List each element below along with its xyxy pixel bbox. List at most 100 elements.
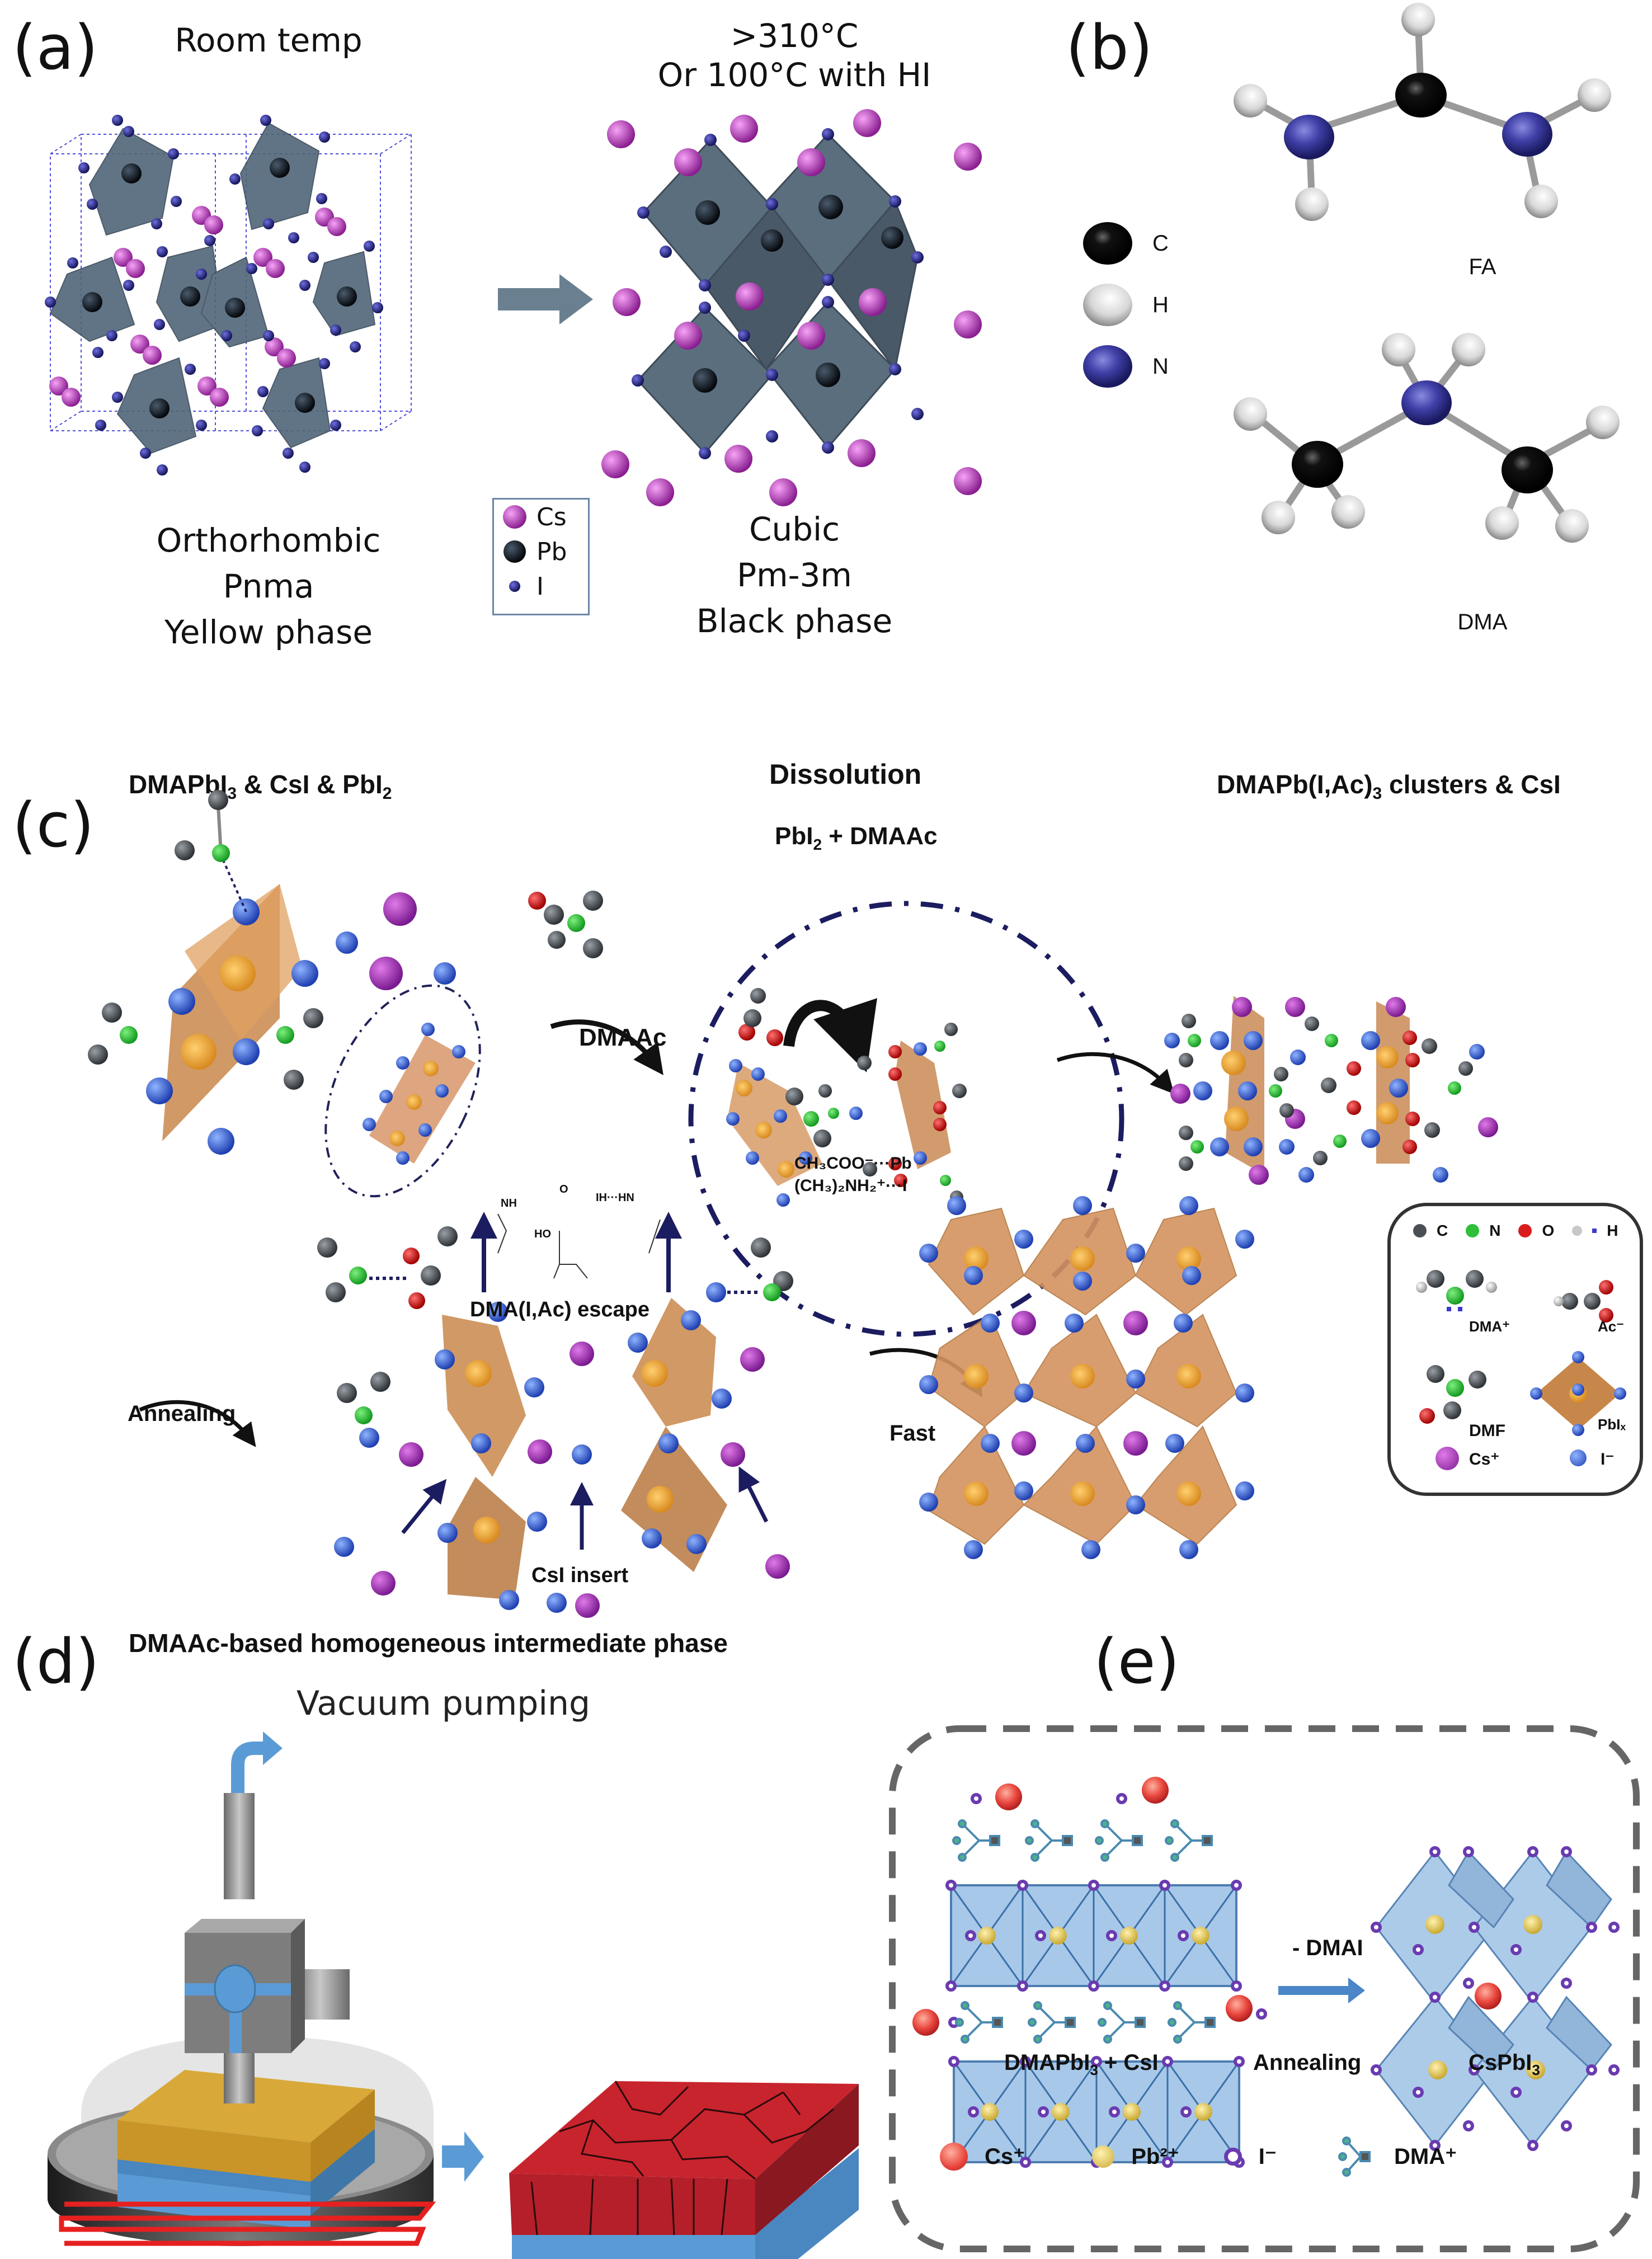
legend-item-i: I [494,569,588,604]
annealing-label: Annealing [128,1401,236,1426]
c-top-illustration [88,790,1498,1337]
high-temp-label: >310°C [730,17,859,55]
legend-dma-icon [1416,1270,1497,1311]
panel-b-label: (b) [1066,12,1153,83]
legend-iodide-icon [1570,1449,1587,1466]
c-hydrogen-icon [1572,1226,1583,1236]
vacuum-pumping-label: Vacuum pumping [296,1684,591,1723]
nitrogen-atom-icon [1083,345,1132,388]
c-title-left: DMAPbI3 & CsI & PbI2 [129,770,392,803]
molecule-models [1234,3,1620,543]
c-title-dissolution: Dissolution [769,759,922,790]
legend-iodide-label: I⁻ [1601,1450,1615,1469]
e-right-caption: CsPbI3 [1469,2050,1540,2078]
vacuum-pump-arrow-icon [231,1742,263,1793]
fast-label: Fast [889,1421,936,1446]
interaction-notes: CH₃COO⁻···Pb (CH₃)₂NH₂⁺···I [794,1152,912,1197]
fa-molecule [1234,3,1611,221]
legend-cs-label: Cs⁺ [1469,1450,1500,1469]
carbon-atom-icon [1083,222,1132,265]
dashed-border [889,1725,1640,2252]
transform-arrow-icon [442,2131,484,2182]
legend-acetate-icon [1554,1280,1613,1323]
legend-item-nitrogen: N [1080,336,1169,397]
fa-label: FA [1469,255,1496,279]
room-temp-label: Room temp [175,21,363,59]
legend-item-hydrogen: H [1080,274,1169,336]
legend-pbix-icon [1530,1351,1626,1436]
legend-acetate-label: Ac⁻ [1598,1318,1624,1335]
dmai-arrow-label: - DMAI [1292,1936,1363,1960]
pb-atom-icon [503,540,526,563]
cubic-space-group: Pm-3m [737,556,852,594]
orthorhombic-phase-name: Orthorhombic [156,521,381,559]
hydrogen-atom-icon [1083,284,1132,326]
cubic-crystal [601,109,982,506]
c-title-right: DMAPb(I,Ac)3 clusters & CsI [1217,770,1561,803]
legend-cs-icon [1436,1447,1459,1470]
panel-b-legend: C H N [1080,213,1169,397]
dma-label: DMA [1457,610,1508,634]
annealing-arrow-icon [139,1400,256,1447]
dissolution-curved-arrow-icon [783,998,877,1072]
legend-dmf-label: DMF [1469,1422,1505,1440]
cs-atom-icon [503,505,526,529]
legend-dma-label: DMA⁺ [1469,1318,1510,1335]
e-left-caption: DMAPbI3 + CsI [1004,2050,1159,2078]
e-iodide-label: I⁻ [1258,2144,1277,2169]
cubic-color-phase: Black phase [696,602,893,640]
panel-a-label: (a) [12,12,98,83]
dmaac-arrow-icon [550,1019,663,1075]
c-oxygen-icon [1518,1224,1532,1237]
panel-c-legend: C N O H DMA⁺ Ac⁻ DMF PbIₓ Cs⁺ I⁻ [1387,1203,1643,1496]
vacuum-chamber-illustration [48,1731,859,2259]
hi-condition-label: Or 100°C with HI [657,56,931,94]
perovskite-lattice [919,1196,1254,1559]
e-middle-caption: Annealing [1253,2050,1362,2075]
c-hbond-icon [1592,1229,1597,1233]
cluster-arrow-icon [1056,1052,1175,1094]
e-cs-label: Cs⁺ [985,2144,1025,2169]
panel-d-label: (d) [12,1626,100,1697]
e-pb-icon [1092,2145,1115,2168]
pbi2-dashed-ellipse [324,984,481,1198]
c-carbon-icon [1413,1224,1427,1237]
csi-insert-label: CsI insert [531,1564,629,1587]
legend-dmf-icon [1419,1365,1486,1424]
insert-arrow-right-icon [738,1466,769,1523]
e-cs-icon [940,2143,968,2171]
orthorhombic-crystal [45,115,412,476]
panel-c-label: (c) [12,789,95,861]
orthorhombic-caption: Orthorhombic Pnma Yellow phase [140,517,397,655]
legend-item-pb: Pb [494,534,588,569]
dmai-removal-arrow-icon [1278,1978,1365,2003]
e-iodide-icon [1223,2148,1242,2166]
dmaac-arrow-label: DMAAc [579,1024,667,1051]
right-arrow-icon [498,274,593,324]
dma-i-note: (CH₃)₂NH₂⁺···I [794,1176,907,1195]
orthorhombic-color-phase: Yellow phase [164,613,373,651]
i-atom-icon [509,581,520,592]
panel-a-legend: Cs Pb I [492,498,590,615]
escape-ho-label: HO [534,1228,551,1240]
cubic-caption: Cubic Pm-3m Black phase [604,506,985,644]
panel-e-label: (e) [1094,1626,1180,1697]
cubic-phase-name: Cubic [749,510,840,548]
intermediate-phase-caption: DMAAc-based homogeneous intermediate pha… [129,1629,728,1658]
pbi2-dmaac-label: PbI2 + DMAAc [775,822,938,853]
escape-o-label: O [559,1183,568,1196]
e-dma-icon [1338,2136,1371,2177]
e-dma-label: DMA⁺ [1394,2144,1457,2169]
panel-e-legend: Cs⁺ Pb²⁺ I⁻ DMA⁺ [940,2134,1457,2179]
legend-atom-row: C N O H [1413,1222,1618,1240]
insert-arrow-left-icon [401,1479,447,1535]
dissolution-dashed-circle [688,901,1124,1337]
c-nitrogen-icon [1466,1224,1480,1237]
heater-coil-icon [59,2201,436,2246]
acetate-pb-note: CH₃COO⁻···Pb [794,1154,912,1173]
e-pb-label: Pb²⁺ [1131,2144,1179,2169]
dma-molecule [1234,333,1620,543]
escape-ihn-label: IH···HN [596,1192,634,1204]
escape-label: DMA(I,Ac) escape [470,1298,649,1321]
legend-item-cs: Cs [494,500,588,534]
